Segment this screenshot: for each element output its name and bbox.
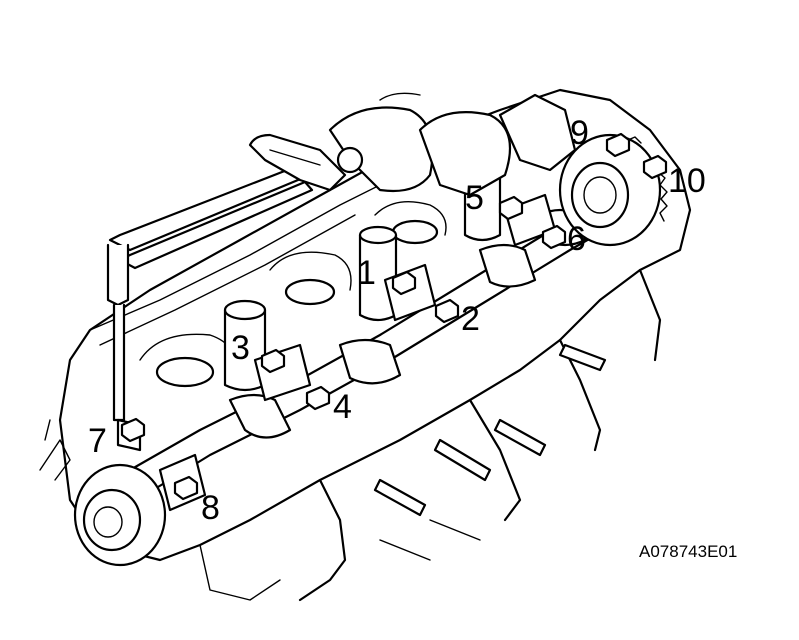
figure-code: A078743E01 [639,542,737,561]
intake-housing [328,92,577,197]
callout-7: 7 [88,422,107,460]
callout-3: 3 [231,329,250,367]
bolt-4 [305,385,331,411]
bolt-6 [541,224,567,250]
bolt-9 [605,132,631,158]
bolts [120,132,668,501]
callout-10: 10 [668,162,706,200]
callout-labels: 1 2 3 4 5 6 7 8 9 10 [88,114,706,527]
bolt-10 [642,154,668,180]
bolt-8 [173,475,199,501]
bolt-7 [120,417,146,443]
callout-5: 5 [465,179,484,217]
front-pulley [73,463,167,567]
bolt-1 [391,270,417,296]
bolt-2 [434,298,460,324]
callout-1: 1 [357,254,376,292]
callout-4: 4 [333,388,352,426]
bolt-5 [498,195,524,221]
callout-6: 6 [567,220,586,258]
callout-2: 2 [461,300,480,338]
callout-8: 8 [201,489,220,527]
service-tool [106,133,364,452]
cam-gear [558,133,668,247]
callout-9: 9 [570,114,589,152]
side-studs [373,343,607,561]
bolt-3 [260,348,286,374]
